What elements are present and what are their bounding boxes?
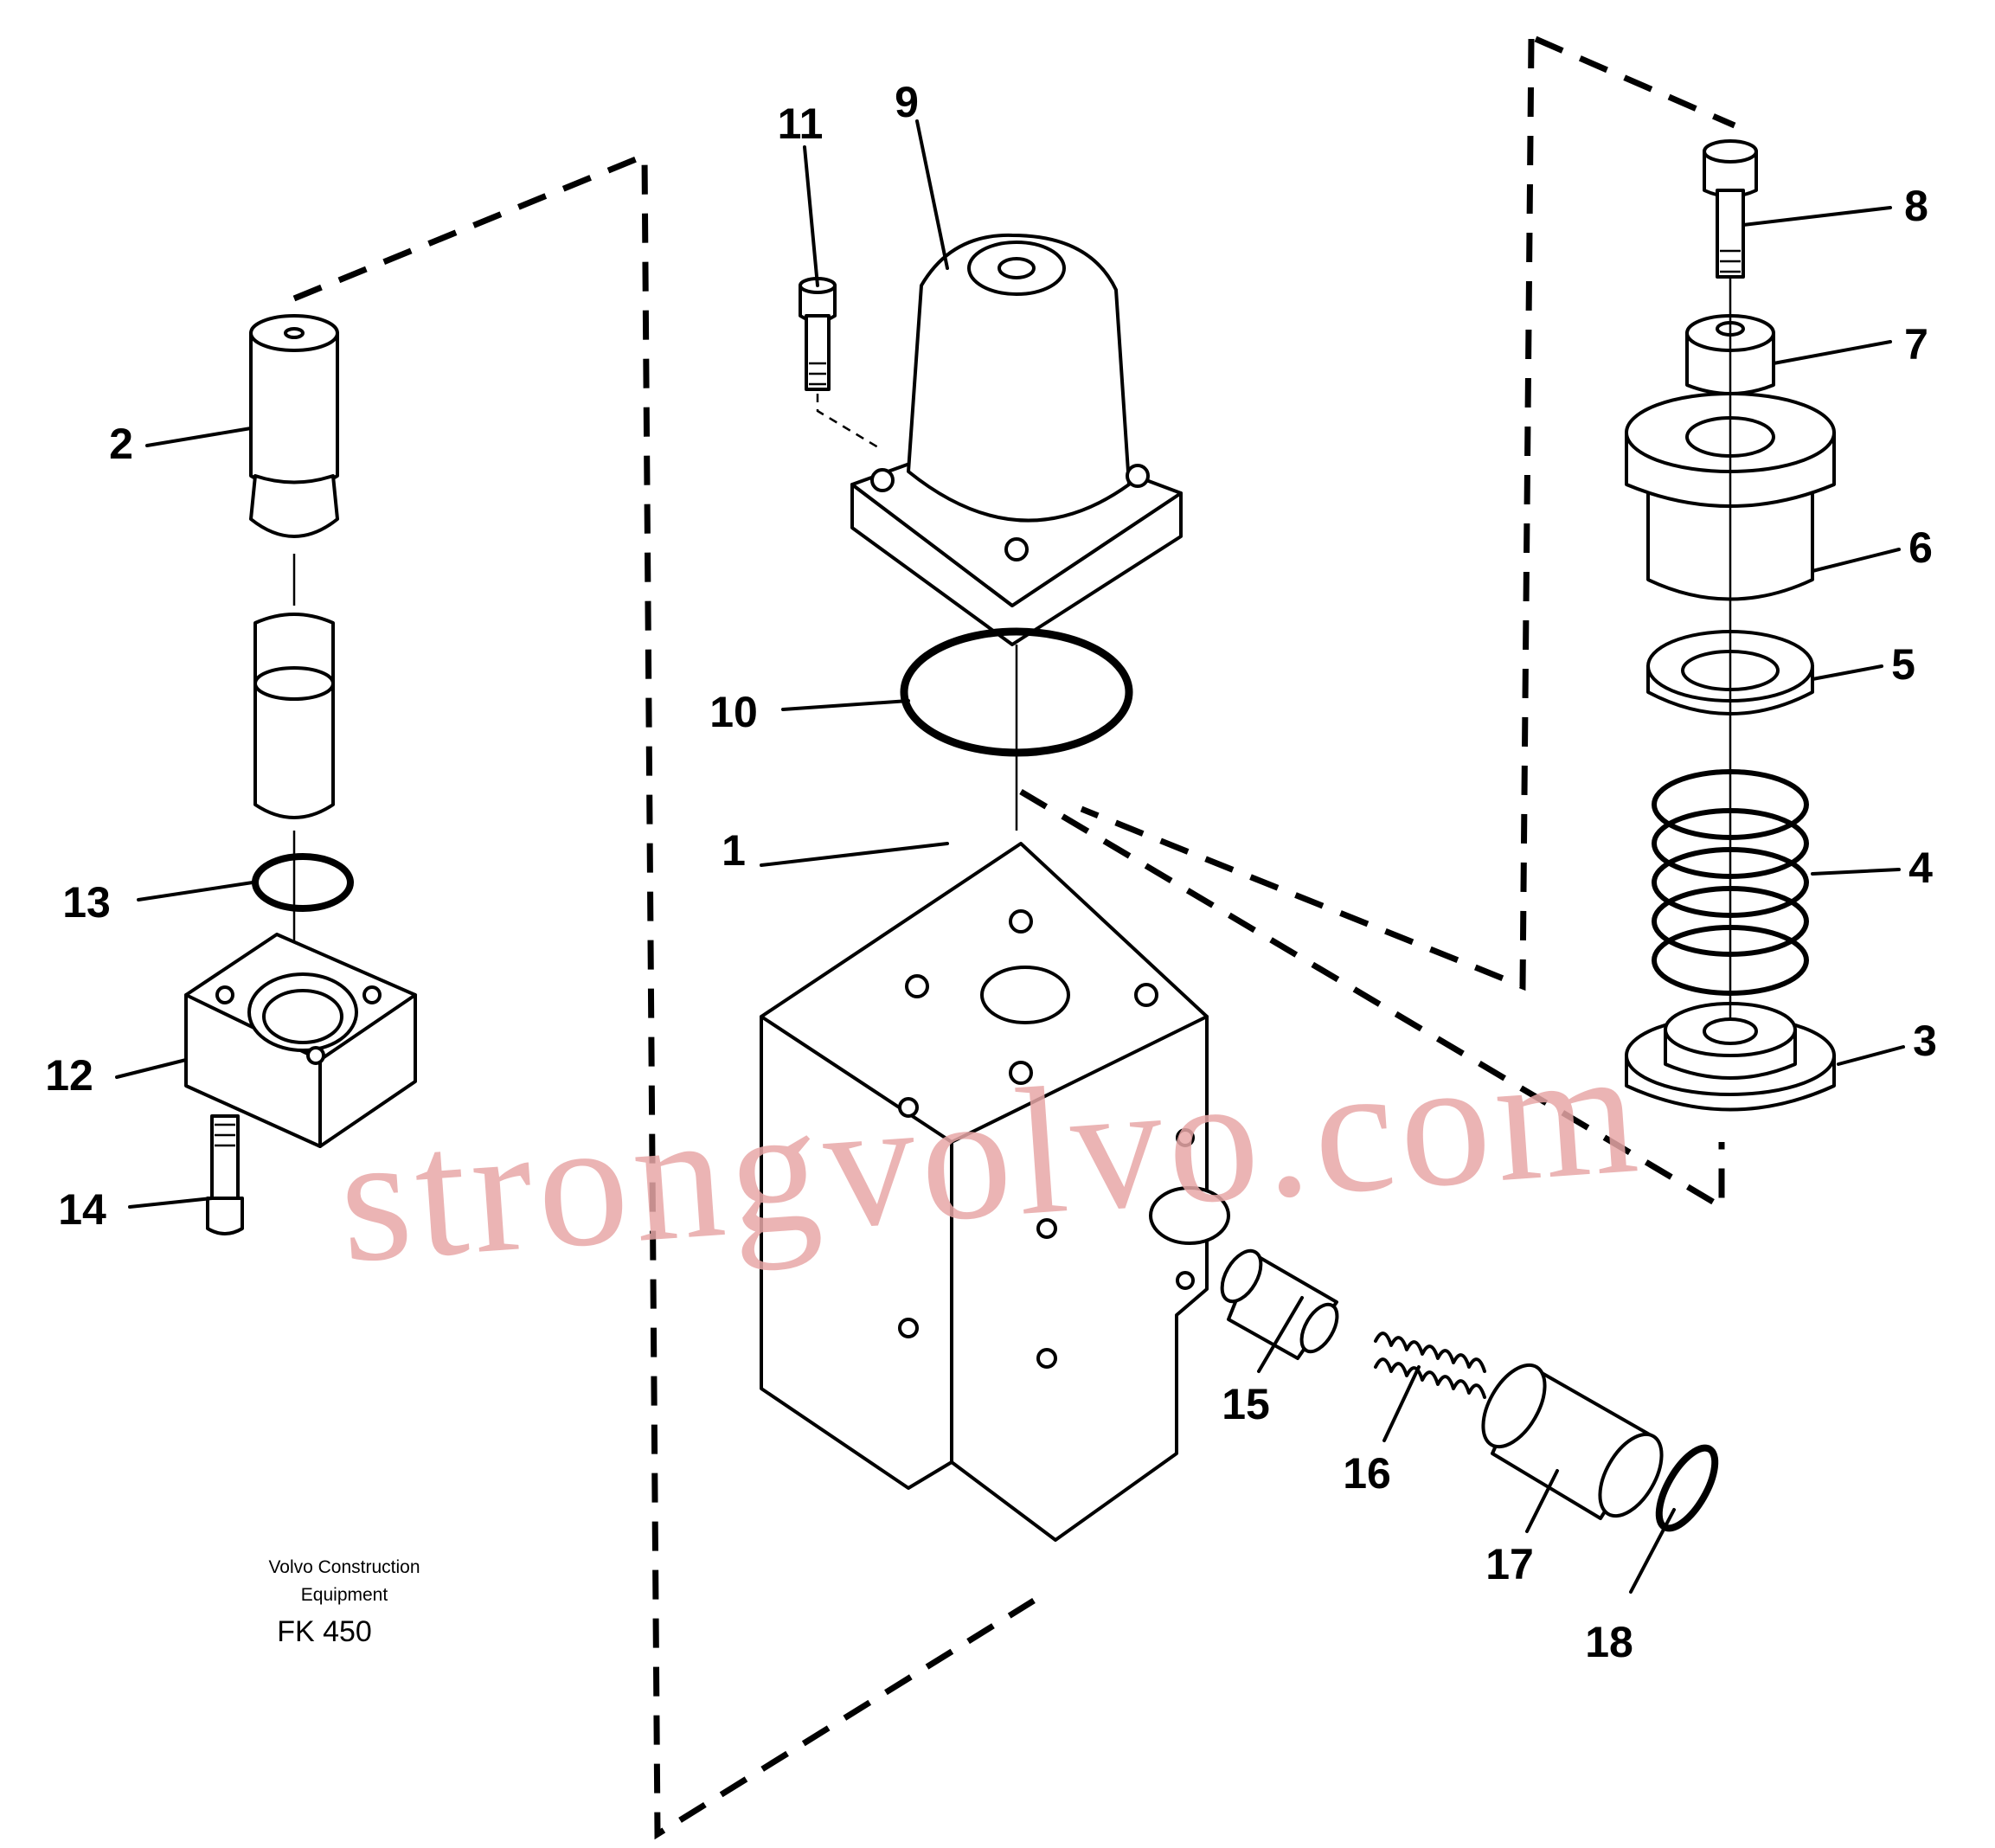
- caption-figure-code: FK 450: [277, 1615, 372, 1648]
- callout-2: 2: [109, 420, 133, 468]
- assembly-guide-lines: [292, 35, 1736, 1840]
- callout-9: 9: [895, 78, 919, 126]
- callout-14: 14: [58, 1185, 106, 1234]
- callout-16: 16: [1343, 1449, 1391, 1498]
- part-16-spring: [1374, 1331, 1486, 1399]
- caption-company: Volvo Construction: [268, 1557, 420, 1577]
- part-11-bolt: [799, 277, 883, 452]
- part-3-spring-seat: [1625, 277, 1836, 1112]
- part-1-valve-body: [760, 842, 1230, 1542]
- callout-7: 7: [1904, 320, 1928, 369]
- callout-5: 5: [1891, 640, 1915, 689]
- callout-6: 6: [1908, 523, 1933, 572]
- callout-13: 13: [62, 878, 111, 927]
- callout-4: 4: [1908, 844, 1933, 892]
- part-8-bolt: [1703, 139, 1758, 279]
- callout-labels: 1 2 3 4 5 6 7 8 9 10 11 12 13 14 15 16 1…: [45, 78, 1937, 1666]
- callout-15: 15: [1222, 1380, 1270, 1428]
- part-13-o-ring: [252, 853, 354, 912]
- callout-12: 12: [45, 1051, 93, 1100]
- leader-lines: [115, 119, 1905, 1594]
- callout-1: 1: [722, 826, 746, 875]
- callout-10: 10: [709, 688, 758, 736]
- caption-block: Volvo Construction Equipment FK 450: [268, 1557, 420, 1648]
- callout-18: 18: [1585, 1618, 1633, 1666]
- part-17-plug: [1481, 1363, 1664, 1520]
- callout-3: 3: [1913, 1017, 1937, 1065]
- callout-17: 17: [1485, 1540, 1534, 1588]
- part-9-cover: [850, 233, 1183, 831]
- callout-11: 11: [778, 99, 824, 148]
- callout-8: 8: [1904, 182, 1928, 230]
- part-14-bolt: [206, 1114, 244, 1235]
- caption-company-line2: Equipment: [301, 1585, 388, 1605]
- part-15-sleeve: [1220, 1248, 1339, 1360]
- part-2-spool: [249, 314, 339, 973]
- part-12-flange: [184, 933, 417, 1148]
- part-10-o-ring: [900, 627, 1133, 757]
